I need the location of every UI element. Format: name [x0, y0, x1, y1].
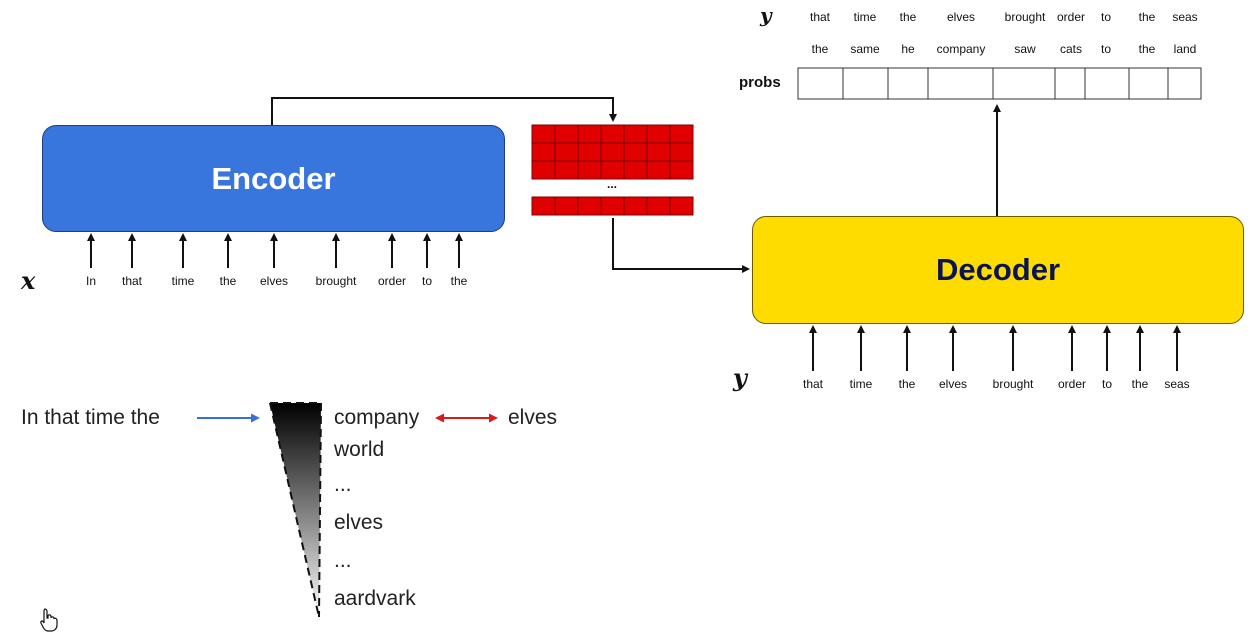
context-matrix-cell [669, 160, 694, 180]
encoder-input-arrows [87, 233, 463, 268]
ranking-item: ... [334, 549, 352, 572]
output-target-token: to [1100, 10, 1112, 24]
decoder-input-token: order [1057, 377, 1087, 391]
ranking-item: company [334, 406, 420, 429]
prob-cell [887, 67, 929, 100]
context-matrix-cell [623, 196, 648, 216]
output-target-token: seas [1172, 10, 1198, 24]
output-predicted-token: land [1173, 42, 1197, 56]
encoder-input-token: the [219, 274, 237, 288]
context-matrix-cell [577, 160, 602, 180]
hand-cursor-icon [40, 608, 58, 632]
decoder-input-token: elves [938, 377, 968, 391]
decoder-block: Decoder [752, 216, 1244, 324]
context-matrix-cell [531, 124, 556, 144]
prob-cell [1084, 67, 1130, 100]
probs-label: probs [739, 74, 781, 91]
context-matrix-cell [669, 142, 694, 162]
encoder-input-token: In [85, 274, 97, 288]
output-target-token: that [809, 10, 831, 24]
ranking-prompt: In that time the [21, 406, 160, 429]
decoder-input-token: time [849, 377, 873, 391]
context-matrix-cell [623, 160, 648, 180]
context-matrix-cell [554, 124, 579, 144]
context-matrix-cell [577, 142, 602, 162]
context-matrix-cell [623, 142, 648, 162]
prob-cell [1054, 67, 1086, 100]
decoder-input-token: seas [1164, 377, 1190, 391]
output-target-token: brought [1004, 10, 1046, 24]
probs-row [797, 67, 1202, 100]
context-matrix-cell [646, 124, 671, 144]
encoder-label: Encoder [211, 160, 336, 196]
context-matrix-cell [669, 124, 694, 144]
encoder-input-token: brought [315, 274, 357, 288]
context-matrix-cell [646, 160, 671, 180]
context-matrix-cell [531, 196, 556, 216]
output-target-token: order [1056, 10, 1086, 24]
decoder-input-var: y [733, 363, 747, 392]
decoder-input-token: the [898, 377, 916, 391]
output-target-token: time [853, 10, 877, 24]
prob-cell [1128, 67, 1169, 100]
context-matrix-ellipsis: ... [607, 177, 618, 191]
context-matrix-cell [577, 196, 602, 216]
context-matrix-cell [577, 124, 602, 144]
decoder-input-token: brought [992, 377, 1034, 391]
context-matrix-cell [531, 160, 556, 180]
output-predicted-token: saw [1014, 42, 1036, 56]
ranking-item: elves [334, 511, 384, 534]
prob-cell [797, 67, 844, 100]
output-predicted-token: the [1138, 42, 1156, 56]
output-predicted-token: company [936, 42, 986, 56]
context-matrix-cell [600, 196, 625, 216]
context-matrix-cell [600, 142, 625, 162]
output-target-token: the [1138, 10, 1156, 24]
prob-cell [927, 67, 994, 100]
context-matrix-cell [531, 142, 556, 162]
decoder-label: Decoder [935, 252, 1061, 287]
output-var: y [760, 3, 772, 27]
context-matrix-cell [646, 196, 671, 216]
decoder-input-arrows [809, 325, 1181, 371]
output-target-token: elves [946, 10, 976, 24]
context-matrix-cell [600, 124, 625, 144]
decoder-input-token: the [1131, 377, 1149, 391]
decoder-input-token: that [802, 377, 824, 391]
context-matrix-cell [623, 124, 648, 144]
context-matrix-cell [669, 196, 694, 216]
context-matrix-cell [554, 160, 579, 180]
context-matrix-cell [554, 196, 579, 216]
context-matrix-cell [646, 142, 671, 162]
ranking-item: world [334, 438, 385, 461]
ranking-item: ... [334, 473, 352, 496]
context-matrix-cell [554, 142, 579, 162]
encoder-input-token: the [450, 274, 468, 288]
ranking-item: aardvark [334, 587, 416, 610]
encoder-input-token: time [171, 274, 195, 288]
encoder-input-token: order [377, 274, 407, 288]
context-to-decoder-connector [612, 218, 750, 273]
output-target-token: the [899, 10, 917, 24]
output-predicted-token: the [811, 42, 829, 56]
prob-cell [992, 67, 1056, 100]
encoder-input-var: x [21, 266, 36, 295]
encoder-input-token: that [121, 274, 143, 288]
context-matrix [531, 124, 694, 216]
encoder-to-context-connector [271, 97, 617, 125]
prob-cell [1167, 67, 1202, 100]
encoder-input-token: to [421, 274, 433, 288]
encoder-input-token: elves [259, 274, 289, 288]
prob-cell [842, 67, 889, 100]
ranking-compare-target: elves [508, 406, 558, 429]
output-predicted-token: same [850, 42, 880, 56]
encoder-block: Encoder [42, 125, 505, 232]
decoder-input-token: to [1101, 377, 1113, 391]
output-predicted-token: to [1100, 42, 1112, 56]
output-predicted-token: cats [1059, 42, 1083, 56]
output-predicted-token: he [901, 42, 915, 56]
